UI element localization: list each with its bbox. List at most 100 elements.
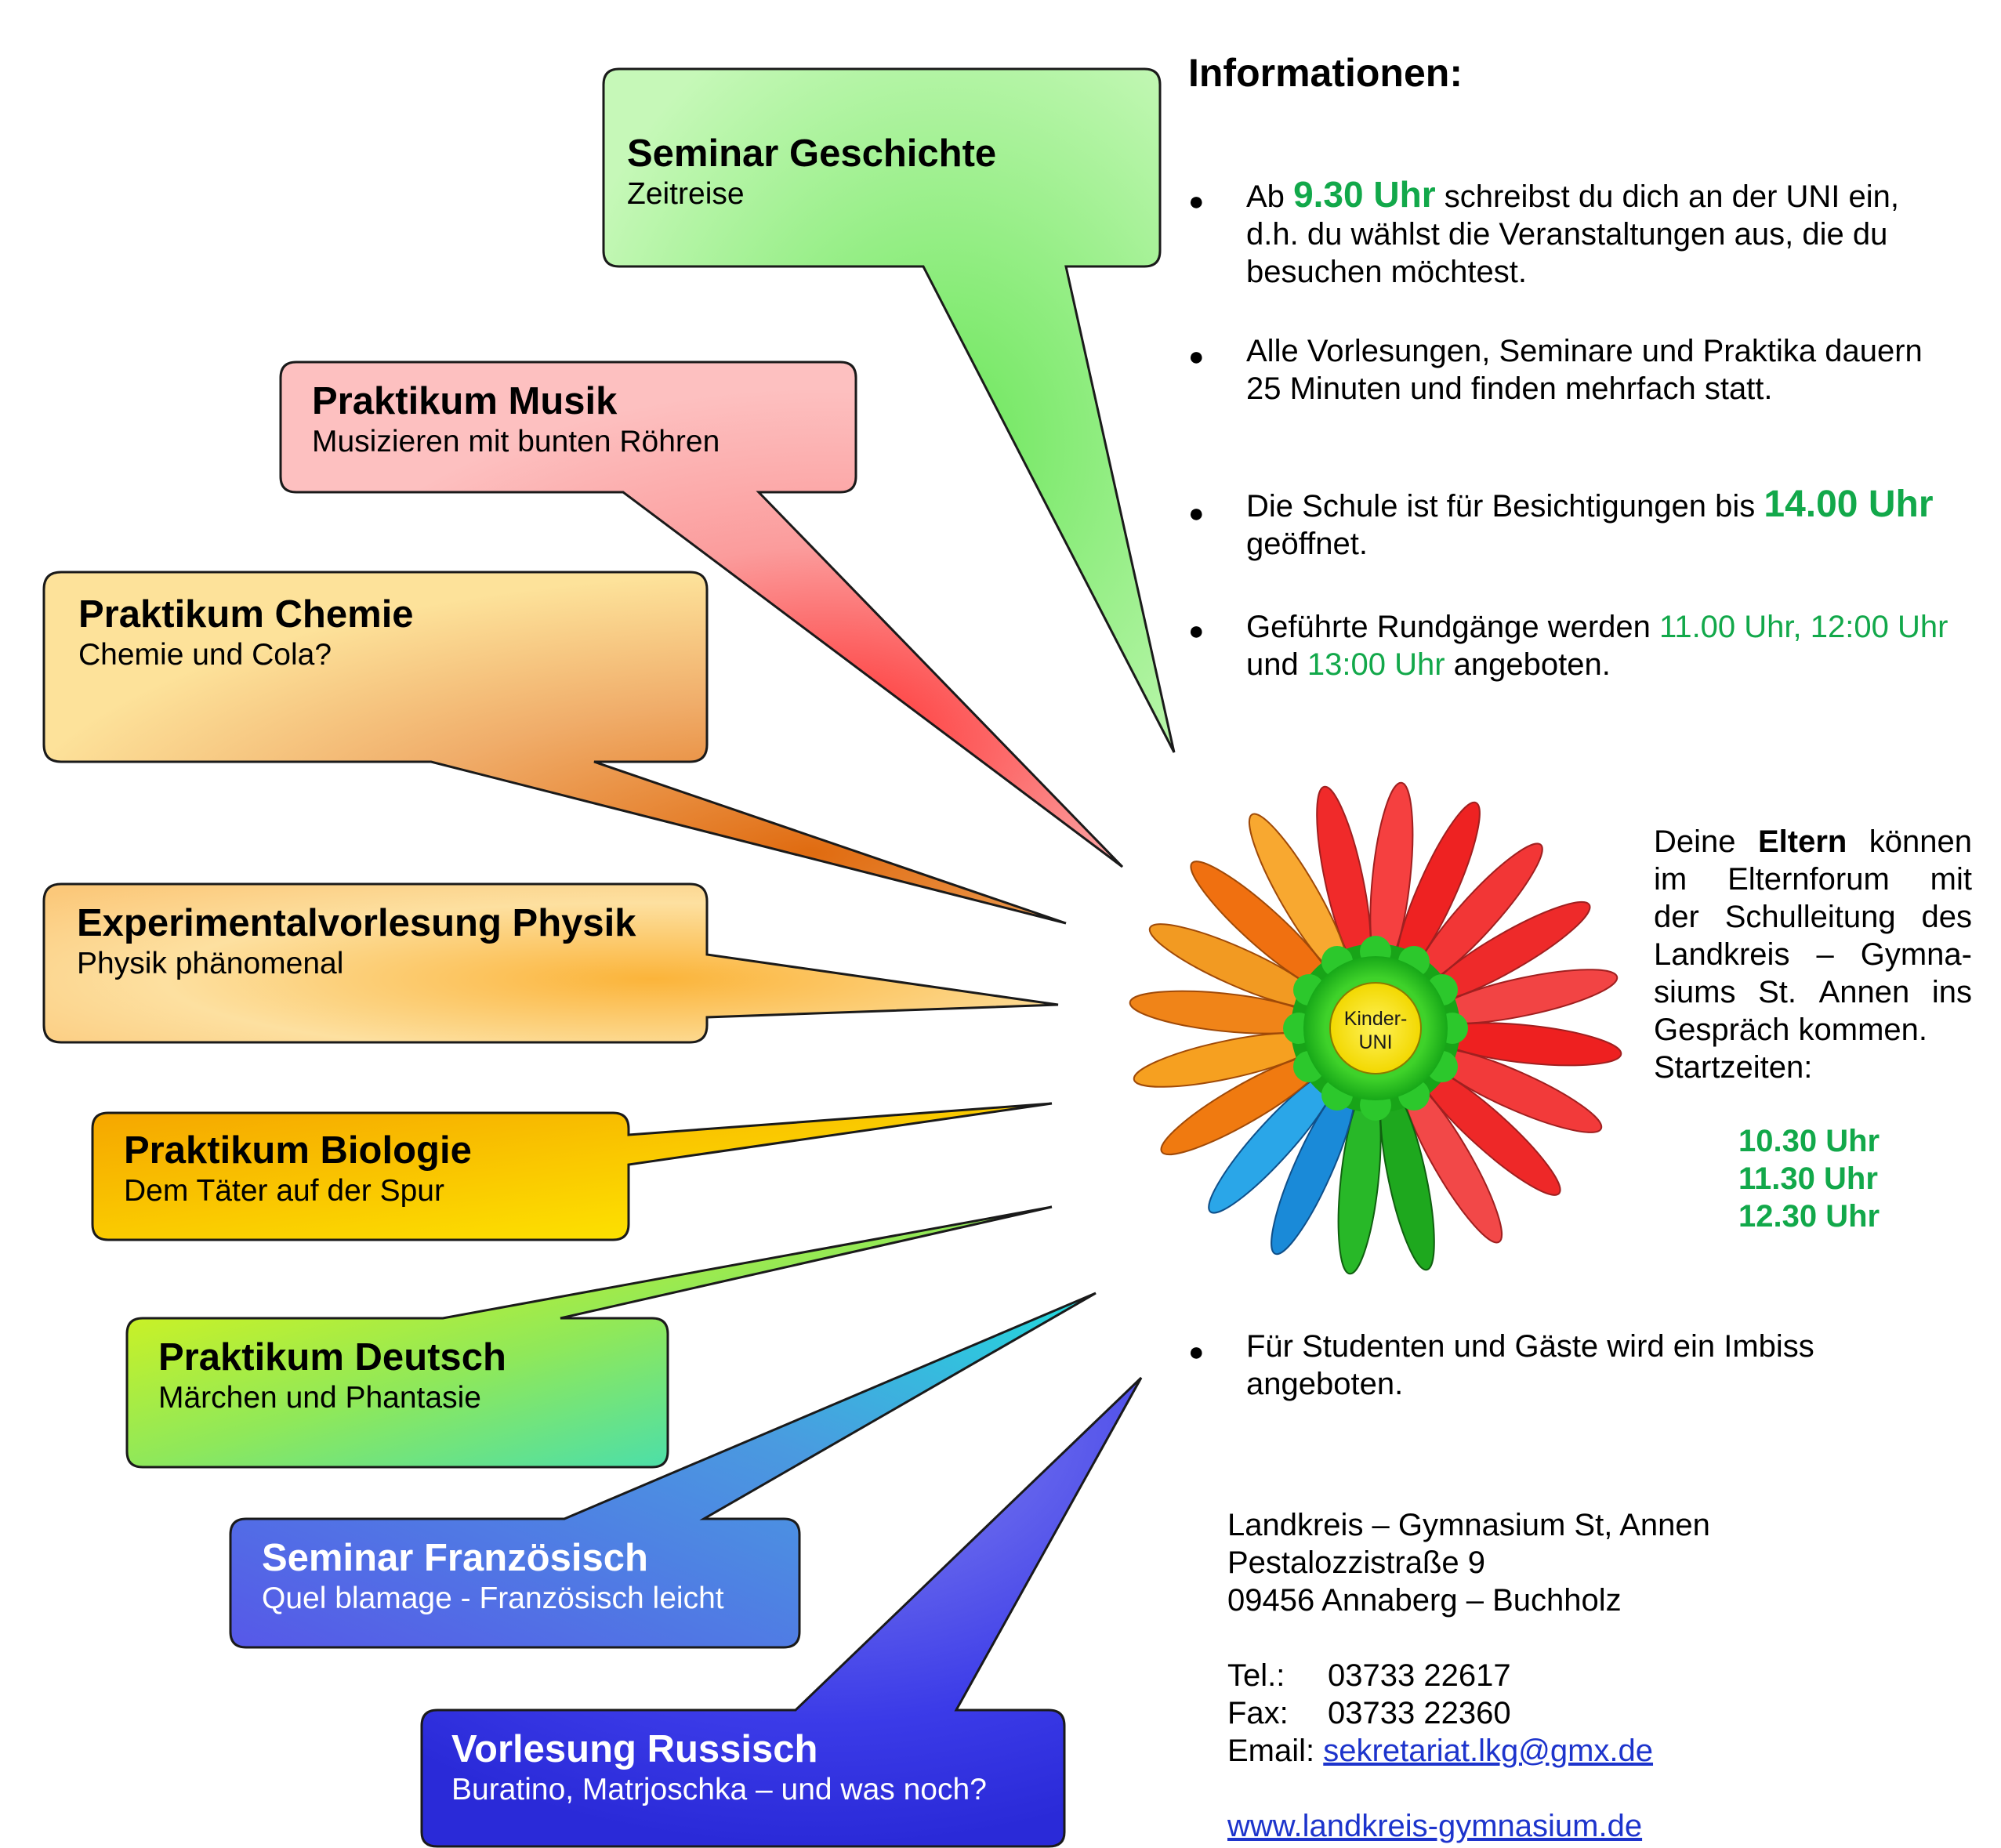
bubble-shape-russisch (420, 1376, 1143, 1848)
bubble-physik: Experimentalvorlesung Physik Physik phän… (77, 902, 636, 984)
flower-center (1329, 982, 1422, 1074)
flower-logo: Kinder- UNI (1129, 781, 1622, 1275)
text: des (1921, 900, 1973, 934)
bubble-biologie: Praktikum Biologie Dem Täter auf der Spu… (124, 1129, 472, 1211)
tel-label: Tel.: (1227, 1658, 1285, 1693)
city: 09456 Annaberg – Buchholz (1227, 1583, 1622, 1618)
text: St. (1758, 975, 1796, 1009)
bubble-shape-physik (42, 882, 1059, 1044)
text: Gespräch kommen. (1654, 1013, 1928, 1047)
bullet-icon: ● (1188, 342, 1205, 371)
bubble-subtitle: Physik phänomenal (77, 946, 344, 980)
flower-label-line2: UNI (1358, 1031, 1392, 1053)
bubble-russisch: Vorlesung Russisch Buratino, Matrjoschka… (451, 1728, 987, 1810)
bubble-musik: Praktikum Musik Musizieren mit bunten Rö… (312, 380, 720, 462)
website-link[interactable]: www.landkreis-gymnasium.de (1227, 1809, 1643, 1843)
bubble-subtitle: Dem Täter auf der Spur (124, 1173, 444, 1208)
text: Landkreis (1654, 937, 1790, 972)
highlight-time: 14.00 Uhr (1764, 484, 1934, 525)
text: Schulleitung (1724, 900, 1896, 934)
bubble-subtitle: Musizieren mit bunten Röhren (312, 424, 720, 458)
bubble-title: Praktikum Biologie (124, 1129, 472, 1172)
text: Eltern (1757, 824, 1847, 859)
parents-info: Deine Eltern können im Elternforum mit der Sc… (1654, 823, 1972, 1086)
text: Gymna- (1860, 937, 1972, 972)
flower-petals-orange (1129, 813, 1350, 1155)
highlight-times: 11.00 Uhr, 12:00 Uhr (1659, 610, 1948, 644)
text: Alle Vorlesungen, Seminare und Praktika … (1246, 334, 1923, 368)
info-bullet-3: Die Schule ist für Besichtigungen bis 14… (1246, 486, 1934, 563)
bullet-icon: ● (1188, 187, 1205, 216)
bubble-title: Praktikum Chemie (78, 593, 414, 636)
text: Die Schule ist für Besichtigungen bis (1246, 489, 1756, 524)
bubble-shape-biologie (91, 1102, 1053, 1241)
text: Elternforum (1727, 862, 1890, 897)
bullet-icon: ● (1188, 1337, 1205, 1367)
info-bullet-4: Geführte Rundgänge werden 11.00 Uhr, 12:… (1246, 608, 1948, 683)
contact-block: Landkreis – Gymnasium St, Annen Pestaloz… (1227, 1506, 1710, 1845)
email-link[interactable]: sekretariat.lkg@gmx.de (1323, 1734, 1654, 1768)
bubble-title: Seminar Französisch (262, 1537, 648, 1579)
bubble-deutsch: Praktikum Deutsch Märchen und Phantasie (158, 1336, 506, 1418)
text: geöffnet. (1246, 527, 1368, 561)
info-bullet-5: Für Studenten und Gäste wird ein Imbiss … (1246, 1328, 1814, 1403)
flower-petals-red (1316, 781, 1622, 1244)
email-label: Email: (1227, 1734, 1315, 1768)
highlight-time: 9.30 Uhr (1293, 174, 1436, 215)
info-bullet-2: Alle Vorlesungen, Seminare und Praktika … (1246, 332, 1923, 408)
bubble-title: Praktikum Musik (312, 380, 618, 422)
start-time: 10.30 Uhr (1738, 1124, 1880, 1158)
text: angeboten. (1453, 647, 1611, 682)
text: Für Studenten und Gäste wird ein Imbiss (1246, 1329, 1814, 1364)
text: Annen (1818, 975, 1910, 1009)
text: können (1869, 824, 1972, 859)
bubble-geschichte: Seminar Geschichte Zeitreise (627, 132, 996, 214)
tel-value: 03733 22617 (1328, 1658, 1511, 1693)
text: d.h. du wählst die Veranstaltungen aus, … (1246, 217, 1888, 252)
info-bullet-1: Ab 9.30 Uhr schreibst du dich an der UNI… (1246, 176, 1899, 291)
fax-label: Fax: (1227, 1696, 1289, 1730)
bubble-subtitle: Quel blamage - Französisch leicht (262, 1581, 724, 1615)
text: Deine (1654, 824, 1736, 859)
start-times: 10.30 Uhr 11.30 Uhr 12.30 Uhr (1738, 1122, 1880, 1235)
text: – (1816, 937, 1834, 972)
bubble-franzoesisch: Seminar Französisch Quel blamage - Franz… (262, 1537, 724, 1618)
flower-petals-green-blue (1208, 1070, 1435, 1275)
text: mit (1930, 862, 1972, 897)
text: Ab (1246, 179, 1285, 214)
street: Pestalozzistraße 9 (1227, 1545, 1486, 1580)
start-time: 11.30 Uhr (1738, 1161, 1878, 1196)
text: siums (1654, 975, 1736, 1009)
bubble-shape-deutsch (125, 1205, 1053, 1469)
text: der (1654, 900, 1699, 934)
fax-value: 03733 22360 (1328, 1696, 1511, 1730)
bubble-title: Praktikum Deutsch (158, 1336, 506, 1379)
bubble-shape-franzoesisch (229, 1292, 1097, 1649)
text: besuchen möchtest. (1246, 255, 1527, 289)
bubble-chemie: Praktikum Chemie Chemie und Cola? (78, 593, 414, 675)
bullet-icon: ● (1188, 616, 1205, 646)
text: und (1246, 647, 1299, 682)
text: im (1654, 862, 1687, 897)
school-name: Landkreis – Gymnasium St, Annen (1227, 1508, 1710, 1542)
bullet-icon: ● (1188, 498, 1205, 528)
bubble-subtitle: Buratino, Matrjoschka – und was noch? (451, 1772, 987, 1806)
text: ins (1931, 975, 1972, 1009)
highlight-time: 13:00 Uhr (1307, 647, 1445, 682)
bubble-subtitle: Märchen und Phantasie (158, 1380, 481, 1415)
start-time: 12.30 Uhr (1738, 1199, 1880, 1234)
text: 25 Minuten und finden mehrfach statt. (1246, 371, 1773, 406)
bubble-subtitle: Zeitreise (627, 176, 745, 211)
bubble-subtitle: Chemie und Cola? (78, 637, 332, 672)
text: Startzeiten: (1654, 1050, 1813, 1085)
text: Geführte Rundgänge werden (1246, 610, 1651, 644)
text: schreibst du dich an der UNI ein, (1444, 179, 1900, 214)
bubble-title: Experimentalvorlesung Physik (77, 902, 636, 944)
text: angeboten. (1246, 1367, 1404, 1401)
bubble-shape-geschichte (602, 67, 1176, 753)
bubble-title: Vorlesung Russisch (451, 1728, 818, 1770)
flower-label-line1: Kinder- (1344, 1008, 1408, 1030)
info-heading: Informationen: (1188, 51, 1463, 95)
bubble-shape-chemie (42, 571, 1067, 925)
